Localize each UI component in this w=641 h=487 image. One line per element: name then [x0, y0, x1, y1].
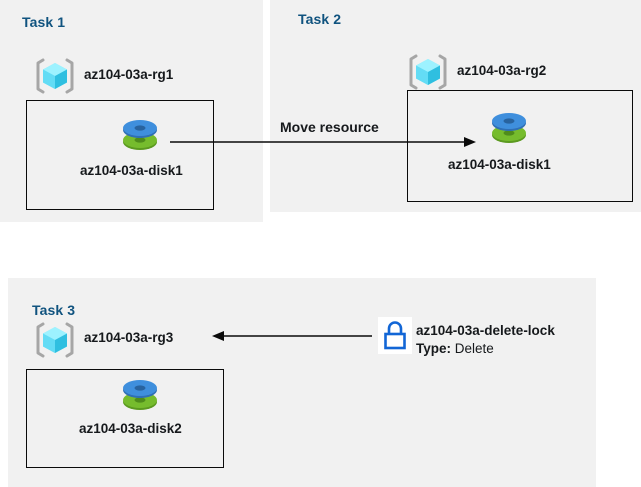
managed-disk-icon: [118, 116, 162, 156]
lock-icon: [378, 317, 412, 354]
resource-group-icon: [33, 320, 77, 360]
panel-title-task-1: Task 1: [22, 14, 66, 30]
move-resource-caption: Move resource: [280, 119, 379, 135]
resource-label-task-2-disk: az104-03a-disk1: [448, 157, 551, 172]
resource-container-task-1: [26, 100, 214, 210]
resource-group-icon: [33, 56, 77, 96]
lock-type-label: Type:: [416, 341, 452, 356]
lock-type-row: Type: Delete: [416, 340, 555, 358]
resource-group-label-task-1: az104-03a-rg1: [84, 67, 174, 82]
resource-group-label-task-3: az104-03a-rg3: [84, 330, 174, 345]
lock-details: az104-03a-delete-lock Type: Delete: [416, 322, 555, 358]
resource-group-icon: [406, 52, 450, 92]
lock-type-value: Delete: [454, 341, 494, 356]
resource-label-task-1-disk: az104-03a-disk1: [80, 163, 183, 178]
lock-name: az104-03a-delete-lock: [416, 323, 555, 338]
resource-label-task-3-disk: az104-03a-disk2: [79, 421, 182, 436]
managed-disk-icon: [487, 109, 531, 149]
panel-title-task-2: Task 2: [298, 11, 342, 27]
resource-container-task-2: [407, 90, 633, 202]
panel-title-task-3: Task 3: [32, 302, 76, 318]
resource-group-label-task-2: az104-03a-rg2: [457, 63, 547, 78]
managed-disk-icon: [118, 376, 162, 416]
